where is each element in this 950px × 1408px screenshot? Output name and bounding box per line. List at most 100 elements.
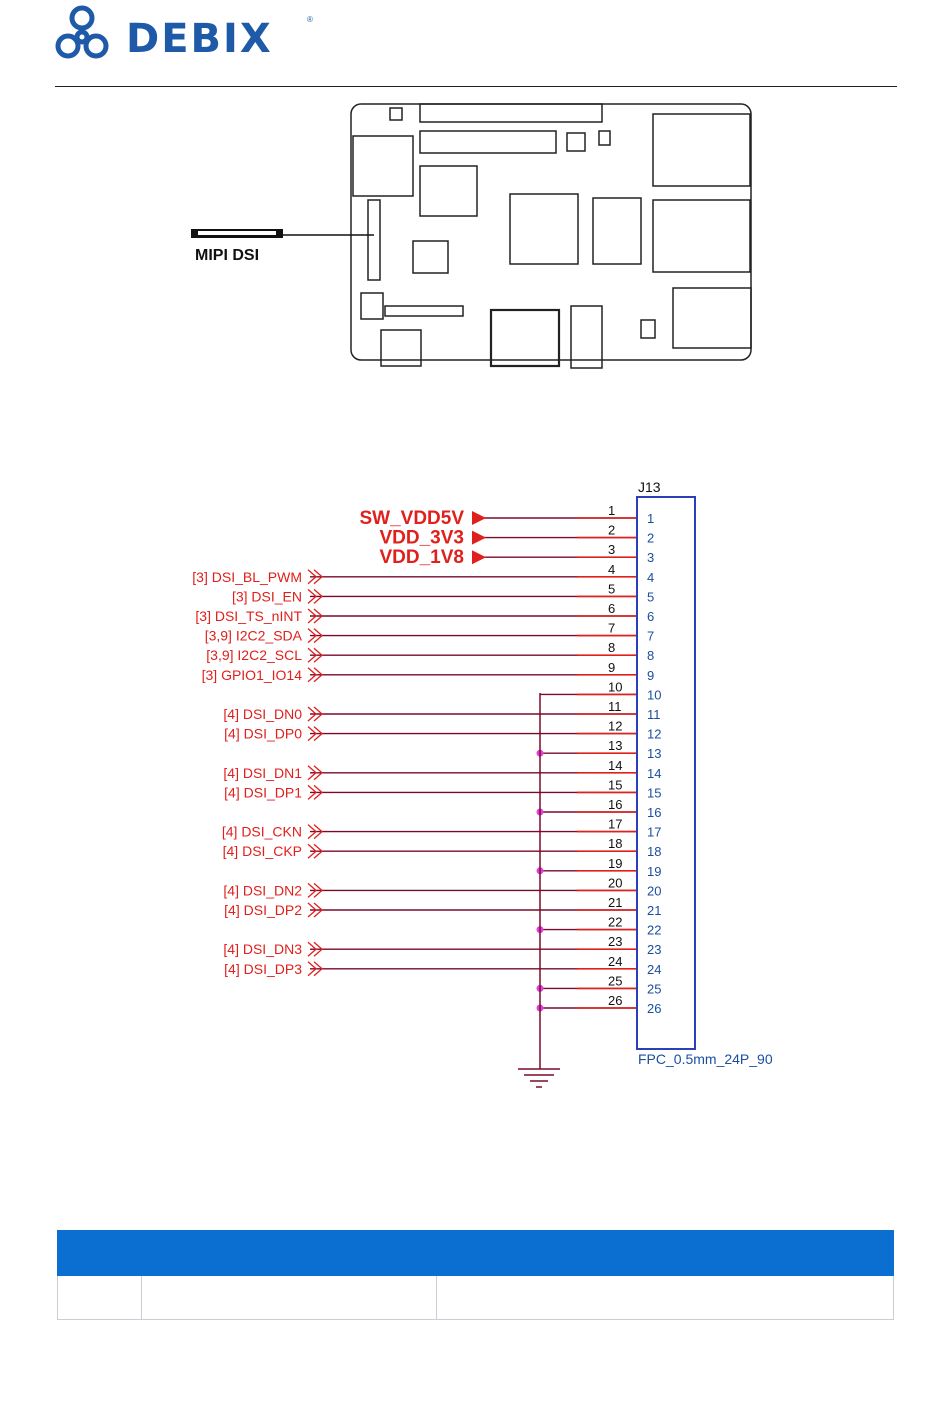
wire-pin-number: 17 <box>608 817 622 832</box>
board-diagram: MIPI DSI <box>191 103 752 369</box>
connector-pin-number: 10 <box>647 687 661 702</box>
offpage-connector-icon <box>307 726 323 742</box>
power-flag-icon <box>472 550 486 565</box>
wire-pin-number: 10 <box>608 679 622 694</box>
connector-pin-number: 18 <box>647 844 661 859</box>
logo-registered-mark: ® <box>307 15 313 24</box>
connector-pin-number: 17 <box>647 825 661 840</box>
logo-text: DEBIX <box>126 16 273 62</box>
table-header-cell <box>141 1230 437 1276</box>
wire-pin-number: 13 <box>608 738 622 753</box>
connector-j13-body <box>636 496 696 1050</box>
memory-chip <box>592 197 642 265</box>
offpage-connector-icon <box>307 765 323 781</box>
signal-label: [4] DSI_DP3 <box>224 961 302 977</box>
connector-pin-number: 7 <box>647 629 654 644</box>
power-flag-icon <box>472 530 486 545</box>
connector-pin-number: 4 <box>647 570 654 585</box>
power-flag-icon <box>472 511 486 525</box>
ethernet-port <box>672 287 752 349</box>
offpage-connector-icon <box>307 608 323 624</box>
usb-port <box>652 199 751 273</box>
signal-label: [4] DSI_CKN <box>222 824 302 840</box>
signal-label: [3,9] I2C2_SDA <box>205 628 303 644</box>
connector-pin-number: 21 <box>647 903 661 918</box>
offpage-connector-icon <box>307 961 323 977</box>
component <box>419 130 557 154</box>
table-row <box>57 1275 894 1320</box>
connector-label: MIPI DSI <box>195 247 259 264</box>
signal-label: [3] DSI_BL_PWM <box>192 569 302 585</box>
debix-logo: DEBIX ® <box>55 5 313 62</box>
wire-pin-number: 21 <box>608 895 622 910</box>
wire-pin-number: 19 <box>608 856 622 871</box>
component <box>570 305 603 369</box>
power-net-label: SW_VDD5V <box>359 508 464 529</box>
pin-description-table <box>57 1230 894 1320</box>
wire-pin-number: 11 <box>608 699 622 714</box>
connector-pin-number: 5 <box>647 589 654 604</box>
connector-pin-number: 22 <box>647 923 661 938</box>
wire-pin-number: 4 <box>608 562 615 577</box>
table-header-cell <box>57 1230 142 1276</box>
signal-label: [4] DSI_DP2 <box>224 902 302 918</box>
ground-icon <box>518 693 560 1088</box>
component <box>412 240 449 274</box>
connector-pin-number: 15 <box>647 785 661 800</box>
wire-pin-number: 26 <box>608 993 622 1008</box>
signal-label: [3] DSI_TS_nINT <box>195 608 302 624</box>
connector-pin-number: 24 <box>647 962 661 977</box>
signal-label: [4] DSI_CKP <box>223 843 302 859</box>
wire-pin-number: 8 <box>608 640 615 655</box>
signal-label: [4] DSI_DN0 <box>223 706 302 722</box>
connector-pin-number: 9 <box>647 668 654 683</box>
component <box>598 130 611 146</box>
connector-pin-number: 2 <box>647 531 654 546</box>
connector-pin-number: 16 <box>647 805 661 820</box>
signal-label: [4] DSI_DP0 <box>224 726 302 742</box>
signal-label: [4] DSI_DN3 <box>223 941 302 957</box>
wire-pin-number: 23 <box>608 934 622 949</box>
offpage-connector-icon <box>307 882 323 898</box>
power-net-label: VDD_1V8 <box>380 547 465 568</box>
wire-pin-number: 2 <box>608 523 615 538</box>
wire-pin-number: 3 <box>608 542 615 557</box>
signal-label: [3] GPIO1_IO14 <box>202 667 303 683</box>
offpage-connector-icon <box>307 569 323 585</box>
connector-pin-number: 6 <box>647 609 654 624</box>
connector-footprint: FPC_0.5mm_24P_90 <box>638 1051 773 1067</box>
component <box>360 292 384 320</box>
offpage-connector-icon <box>307 588 323 604</box>
wire-pin-number: 12 <box>608 719 622 734</box>
wire-pin-number: 1 <box>608 503 615 518</box>
connector-pin-number: 8 <box>647 648 654 663</box>
component <box>384 305 464 317</box>
component <box>419 165 478 217</box>
offpage-connector-icon <box>307 647 323 663</box>
connector-pin-number: 3 <box>647 550 654 565</box>
connector-pin-number: 19 <box>647 864 661 879</box>
offpage-connector-icon <box>307 902 323 918</box>
table-cell <box>57 1275 142 1320</box>
offpage-connector-icon <box>307 824 323 840</box>
signal-label: [3] DSI_EN <box>232 588 302 604</box>
wire-pin-number: 24 <box>608 954 622 969</box>
connector-ref: J13 <box>638 479 661 495</box>
component <box>389 107 403 121</box>
offpage-connector-icon <box>307 628 323 644</box>
table-cell <box>436 1275 894 1320</box>
connector-pin-number: 13 <box>647 746 661 761</box>
connector-pin-number: 23 <box>647 942 661 957</box>
logo-mark-icon <box>55 5 109 59</box>
component <box>380 329 422 367</box>
connector-pin-number: 1 <box>647 511 654 526</box>
offpage-connector-icon <box>307 706 323 722</box>
page-header: DEBIX ® <box>0 0 950 90</box>
usb-port <box>652 113 751 187</box>
table-header-cell <box>436 1230 894 1276</box>
wire-pin-number: 7 <box>608 621 615 636</box>
signal-label: [4] DSI_DN2 <box>223 882 302 898</box>
wire-pin-number: 20 <box>608 875 622 890</box>
wire-pin-number: 18 <box>608 836 622 851</box>
